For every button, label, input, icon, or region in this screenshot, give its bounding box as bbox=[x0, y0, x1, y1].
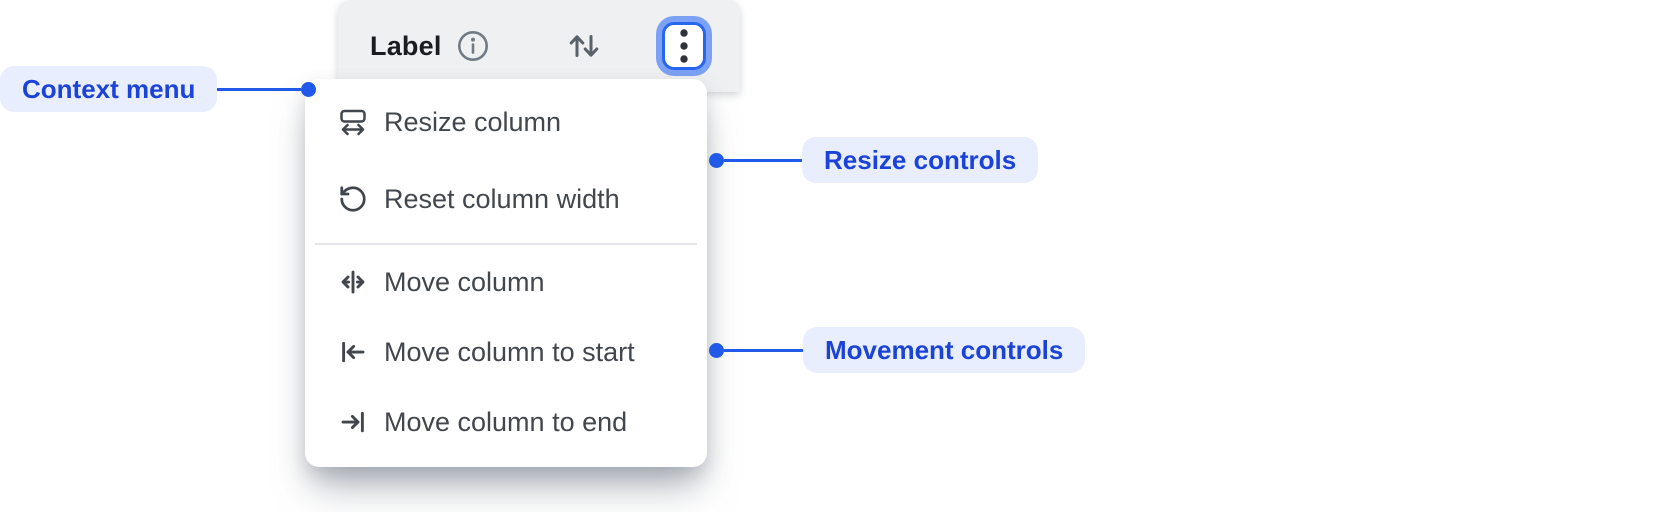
context-menu: Resize column Reset column width Move co… bbox=[305, 79, 707, 467]
column-menu-button[interactable] bbox=[662, 22, 706, 70]
connector-dot bbox=[709, 152, 724, 168]
annotation-movement-controls: Movement controls bbox=[709, 327, 1086, 373]
menu-item-reset-column-width[interactable]: Reset column width bbox=[305, 171, 707, 227]
menu-item-label: Resize column bbox=[384, 106, 562, 137]
annotation-pill: Resize controls bbox=[802, 137, 1039, 183]
sort-arrows-icon[interactable] bbox=[566, 28, 602, 64]
column-header-label: Label bbox=[370, 30, 442, 61]
menu-item-label: Move column bbox=[384, 266, 545, 297]
menu-item-move-column-to-start[interactable]: Move column to start bbox=[305, 324, 707, 380]
menu-item-move-column[interactable]: Move column bbox=[305, 254, 707, 310]
move-column-to-start-icon bbox=[338, 337, 368, 367]
menu-divider bbox=[315, 243, 697, 245]
connector-line bbox=[724, 348, 803, 352]
menu-item-resize-column[interactable]: Resize column bbox=[305, 94, 707, 150]
column-header: Label bbox=[338, 0, 740, 92]
annotation-resize-controls: Resize controls bbox=[709, 137, 1039, 183]
move-column-to-end-icon bbox=[338, 407, 368, 437]
reset-column-width-icon bbox=[338, 184, 368, 214]
annotation-context-menu: Context menu bbox=[0, 66, 317, 112]
connector-line bbox=[217, 87, 302, 91]
connector-line bbox=[724, 158, 802, 162]
info-icon[interactable] bbox=[456, 29, 490, 63]
kebab-vertical-dots-icon bbox=[665, 25, 703, 67]
connector-dot bbox=[301, 81, 317, 97]
menu-item-label: Move column to end bbox=[384, 406, 628, 437]
annotation-pill: Context menu bbox=[0, 66, 218, 112]
menu-item-label: Reset column width bbox=[384, 183, 620, 214]
move-column-icon bbox=[338, 267, 368, 297]
menu-item-label: Move column to start bbox=[384, 336, 635, 367]
annotation-pill: Movement controls bbox=[803, 327, 1086, 373]
connector-dot bbox=[709, 342, 724, 358]
resize-column-icon bbox=[338, 107, 368, 137]
menu-item-move-column-to-end[interactable]: Move column to end bbox=[305, 394, 707, 450]
